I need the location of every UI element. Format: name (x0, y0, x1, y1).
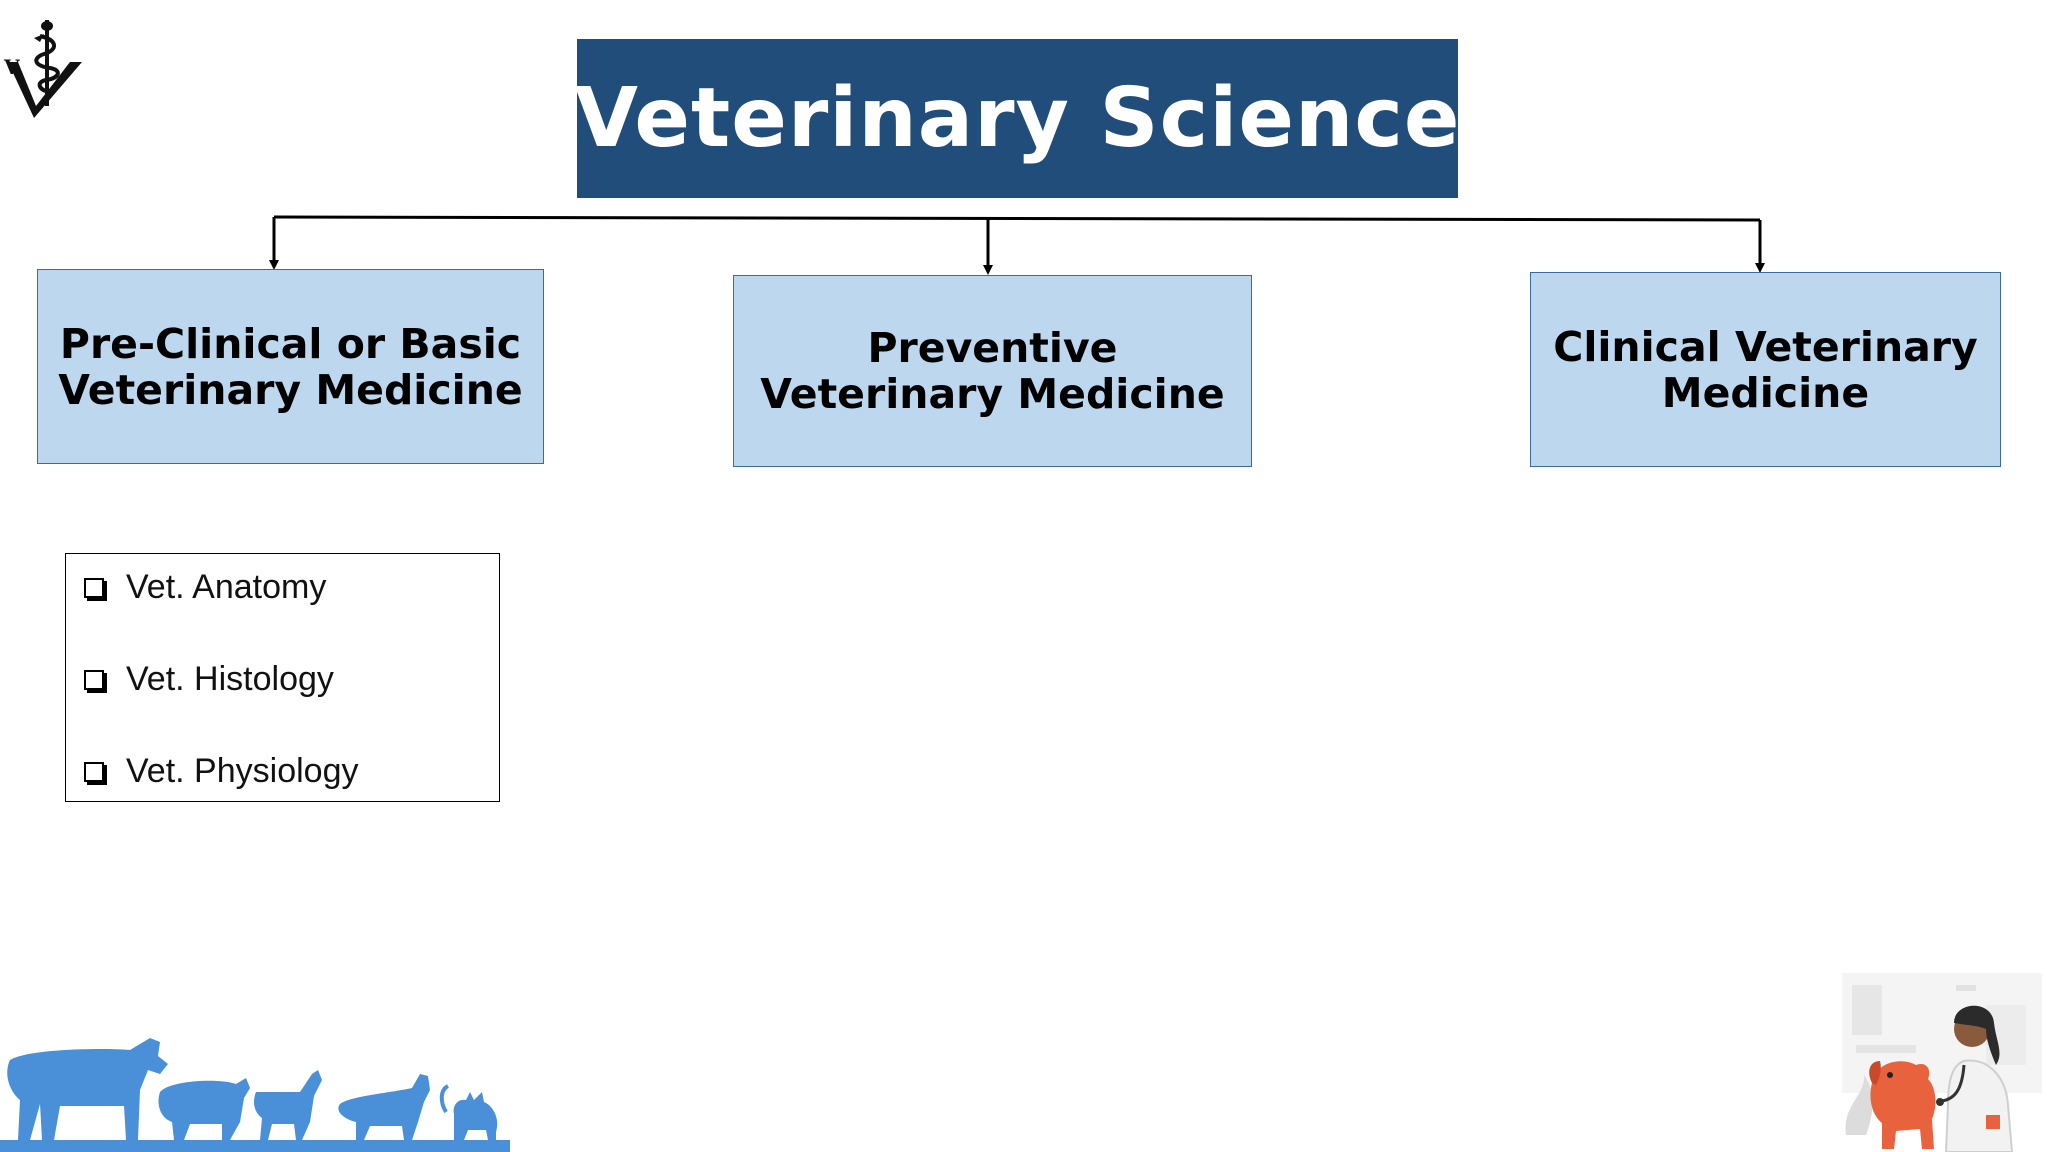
farm-animals-icon (0, 1038, 510, 1152)
diagram-title: Veterinary Science (574, 71, 1461, 166)
branch-preclinical-line1: Pre-Clinical or Basic (59, 319, 522, 368)
diagram-title-box: Veterinary Science (574, 39, 1461, 198)
branch-clinical-label: Clinical Veterinary Medicine (1553, 324, 1978, 416)
branch-preclinical: Pre-Clinical or Basic Veterinary Medicin… (37, 269, 544, 464)
vet-with-dog-icon (1842, 973, 2042, 1152)
branch-preventive-line1: Preventive (867, 324, 1118, 372)
branch-clinical: Clinical Veterinary Medicine (1530, 272, 2001, 467)
veterinary-logo-icon: V (3, 20, 82, 118)
subject-label: Vet. Histology (126, 660, 334, 698)
svg-text:V: V (3, 55, 20, 79)
branch-preventive: Preventive Veterinary Medicine (733, 275, 1252, 467)
branch-preclinical-line2: Veterinary Medicine (58, 365, 523, 414)
checkbox-bullet-icon (84, 577, 104, 598)
branch-clinical-line1: Clinical Veterinary (1553, 322, 1978, 371)
connector-horizontal (273, 215, 1761, 222)
branch-preclinical-label: Pre-Clinical or Basic Veterinary Medicin… (58, 321, 522, 413)
list-item: Vet. Physiology (84, 752, 358, 791)
list-item: Vet. Histology (84, 660, 334, 699)
subject-label: Vet. Physiology (126, 752, 359, 790)
checkbox-bullet-icon (84, 761, 104, 782)
branch-clinical-line2: Medicine (1661, 368, 1870, 417)
subject-label: Vet. Anatomy (126, 568, 327, 606)
list-item: Vet. Anatomy (84, 568, 326, 607)
checkbox-bullet-icon (84, 669, 104, 690)
preclinical-subject-list: Vet. Anatomy Vet. Histology Vet. Physiol… (65, 553, 500, 802)
branch-preventive-label: Preventive Veterinary Medicine (760, 325, 1224, 417)
branch-preventive-line2: Veterinary Medicine (760, 370, 1225, 418)
